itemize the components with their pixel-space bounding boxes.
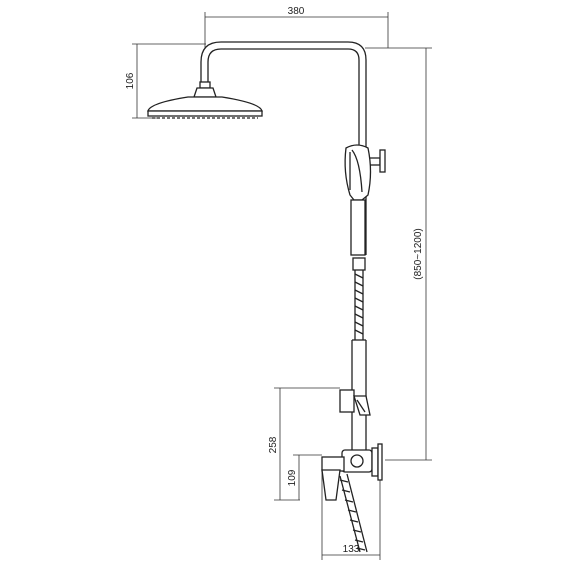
hand-shower bbox=[344, 144, 372, 256]
flexible-hose-lower bbox=[339, 473, 368, 553]
dimension-label-109: 109 bbox=[287, 469, 298, 486]
dimension-mixer-height: 258 bbox=[268, 387, 340, 501]
dimension-label-106: 106 bbox=[125, 72, 136, 89]
dimension-label-total: (850~1200) bbox=[413, 228, 424, 279]
rain-shower-head bbox=[147, 81, 263, 119]
diverter-valve bbox=[339, 389, 371, 416]
dimension-total-height: (850~1200) bbox=[365, 47, 432, 461]
overhead-shower-arm bbox=[200, 41, 367, 148]
dimension-label-380: 380 bbox=[288, 6, 305, 17]
dimension-mixer-width: 133 bbox=[321, 470, 381, 560]
sliding-holder bbox=[352, 257, 366, 271]
flexible-hose-upper bbox=[354, 270, 364, 340]
dimension-label-133: 133 bbox=[343, 544, 360, 555]
mixer-valve-body bbox=[321, 443, 383, 501]
dimension-outlet-height: 109 bbox=[287, 454, 322, 500]
dimension-head-height: 106 bbox=[125, 43, 206, 119]
dimension-width-top: 380 bbox=[204, 6, 389, 48]
dimension-label-258: 258 bbox=[268, 436, 279, 453]
